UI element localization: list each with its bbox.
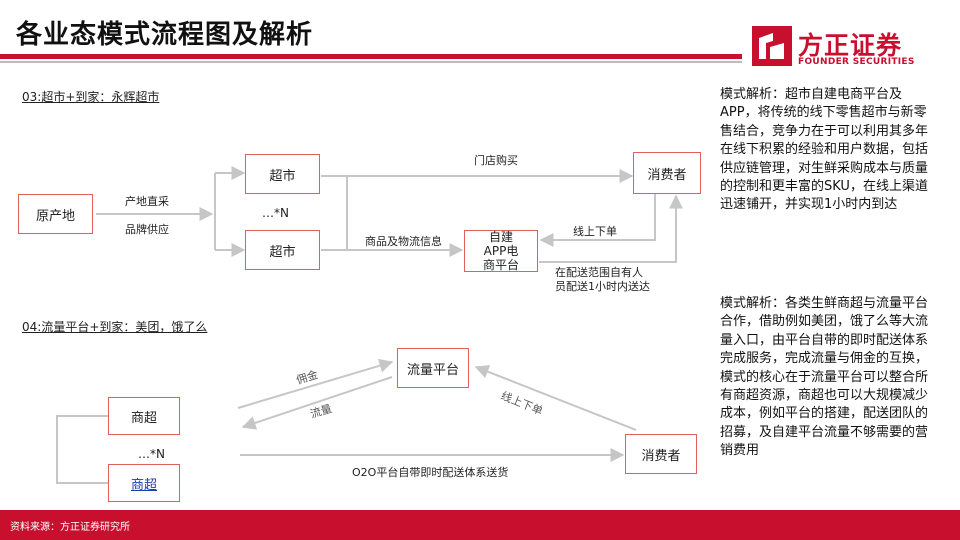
node-ellipsis-n: …*N [262,206,289,220]
node-supermarket-1: 超市 [245,154,320,194]
node-ellipsis-n-2: …*N [138,447,165,461]
section-label-traffic-platform: 04:流量平台+到家：美团，饿了么 [22,320,208,334]
node-traffic-platform: 流量平台 [397,348,469,388]
label-brand-supply: 品牌供应 [125,223,169,236]
label-goods-logistics: 商品及物流信息 [365,235,442,248]
label-online-order: 线上下单 [573,225,617,238]
source-note: 资料来源：方正证券研究所 [10,522,130,533]
edge-commission [237,358,394,409]
logo-name-cn: 方正证券 [798,31,903,60]
label-o2o-delivery: O2O平台自带即时配送体系送货 [352,466,509,479]
section-label-supermarket-home: 03:超市+到家：永辉超市 [22,90,160,104]
edge-app-to-consumer [539,194,683,263]
node-origin: 原产地 [18,194,93,234]
label-store-purchase: 门店购买 [474,154,518,167]
label-direct-purchase: 产地直采 [125,195,169,208]
footer-bar [0,510,960,540]
node-consumer: 消费者 [633,152,701,194]
node-self-built-app: 自建 APP电 商平台 [464,230,538,272]
logo-name-en: FOUNDER SECURITIES [798,57,915,67]
node-supermarket-2: 超市 [245,230,320,270]
header-rule-red [0,54,742,59]
analysis-text-1: 模式解析：超市自建电商平台及APP，将传统的线下零售超市与新零售结合，竞争力在于… [720,87,929,213]
edge-merchants-loop [56,415,108,484]
node-merchant-1: 商超 [108,397,180,435]
edge-traffic [241,376,393,430]
page-title: 各业态模式流程图及解析 [16,20,314,50]
edge-order-to-platform [474,365,637,431]
analysis-text-2: 模式解析：各类生鲜商超与流量平台合作，借助例如美团，饿了么等大流量入口，由平台自… [720,296,929,459]
header-rule-grey [0,61,742,63]
node-consumer-2: 消费者 [625,434,697,474]
label-delivery-1h: 在配送范围自有人 员配送1小时内送达 [555,266,650,293]
brand-logo: 方正证券 FOUNDER SECURITIES [752,26,952,70]
merchant-link[interactable]: 商超 [130,477,157,493]
founder-logo-icon [752,26,792,66]
node-merchant-2[interactable]: 商超 [108,464,180,502]
edge-consumer-to-app [539,194,656,247]
